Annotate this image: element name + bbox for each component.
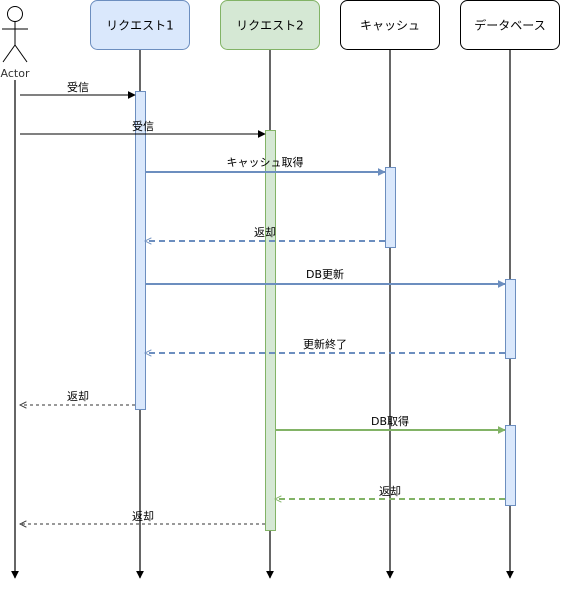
activation-p1-1 xyxy=(135,91,146,410)
participant-box xyxy=(340,0,440,50)
message-label-4: 返却 xyxy=(254,226,276,239)
message-label-3: キャッシュ取得 xyxy=(227,156,304,169)
participant-label: リクエスト2 xyxy=(236,19,304,33)
activation-p3-1 xyxy=(385,167,396,248)
activation-p4-1 xyxy=(505,279,516,359)
actor-label: Actor xyxy=(1,67,30,80)
participant-p3: キャッシュ xyxy=(340,0,440,50)
message-label-6: 更新終了 xyxy=(303,337,347,351)
message-label-10: 返却 xyxy=(132,510,154,523)
participant-box xyxy=(460,0,560,50)
message-label-8: DB取得 xyxy=(371,415,409,428)
actor-leg-left xyxy=(2,44,16,63)
participant-p4: データベース xyxy=(460,0,560,50)
actor-leg-right xyxy=(14,44,28,63)
participant-label: キャッシュ xyxy=(360,19,420,33)
participant-label: リクエスト1 xyxy=(106,19,174,33)
participant-label: データベース xyxy=(474,18,545,33)
activation-p2-1 xyxy=(265,130,276,531)
actor-figure xyxy=(2,6,28,63)
message-label-1: 受信 xyxy=(67,81,89,94)
participant-p1: リクエスト1 xyxy=(90,0,190,50)
message-label-2: 受信 xyxy=(132,120,154,133)
actor-head xyxy=(7,6,23,22)
participant-box xyxy=(90,0,190,50)
message-label-7: 返却 xyxy=(67,390,89,403)
participant-box xyxy=(220,0,320,50)
message-label-5: DB更新 xyxy=(306,267,344,281)
participant-p2: リクエスト2 xyxy=(220,0,320,50)
message-label-9: 返却 xyxy=(379,485,401,498)
activation-p4-2 xyxy=(505,425,516,506)
